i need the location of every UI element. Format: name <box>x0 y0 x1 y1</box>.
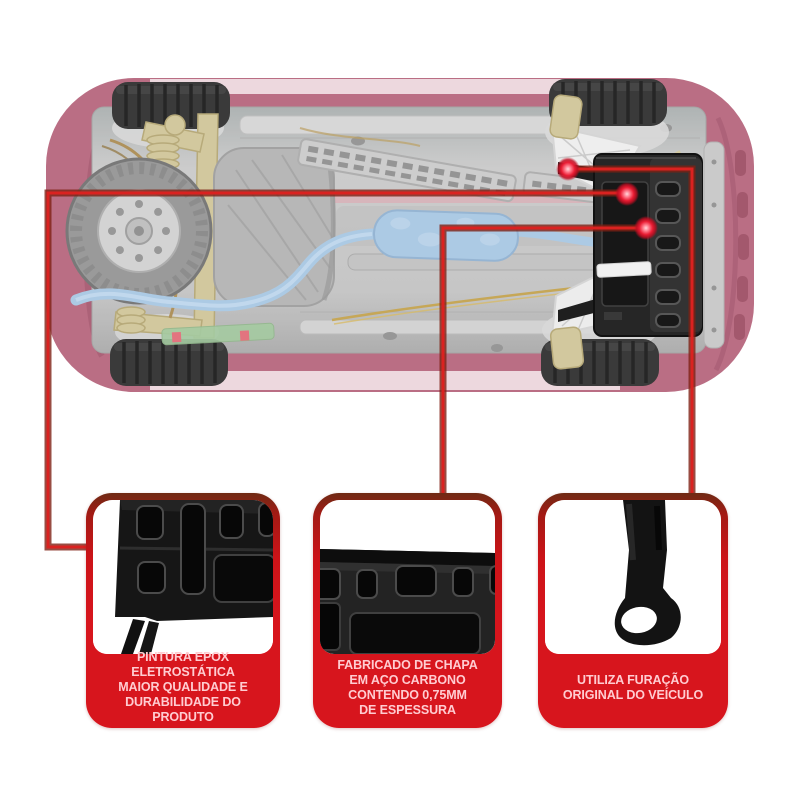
skid-plate-slots <box>655 181 681 328</box>
car-underside-photo <box>44 77 754 551</box>
callout-box-pintura-epox: PINTURA EPOX ELETROSTÁTICA MAIOR QUALIDA… <box>86 493 280 728</box>
skid-plate-corner-photo <box>93 500 273 654</box>
callout-label-2: FABRICADO DE CHAPA EM AÇO CARBONO CONTEN… <box>337 657 478 717</box>
rear-bracket <box>161 322 275 346</box>
front-bumper-vents <box>734 150 749 340</box>
photo-steel-plate-slots <box>320 500 495 654</box>
callout-box-furacao-original: UTILIZA FURAÇÃO ORIGINAL DO VEÍCULO <box>538 493 728 728</box>
callout-label-1: PINTURA EPOX ELETROSTÁTICA MAIOR QUALIDA… <box>118 650 248 724</box>
mounting-tab-photo <box>545 500 721 654</box>
callout-label-3: UTILIZA FURAÇÃO ORIGINAL DO VEÍCULO <box>562 672 704 702</box>
callout-lines <box>44 157 696 551</box>
tire <box>108 337 230 388</box>
callout-dot-2 <box>634 216 658 240</box>
photo-skid-plate-corner <box>93 500 273 654</box>
callout-dot-3 <box>556 157 580 181</box>
steel-plate-slots-photo <box>320 500 495 654</box>
callout-box-aco-carbono: FABRICADO DE CHAPA EM AÇO CARBONO CONTEN… <box>313 493 502 728</box>
photo-mounting-tab <box>545 500 721 654</box>
fuel-tank <box>213 147 336 307</box>
callout-dot-1 <box>615 182 639 206</box>
spare-tire <box>65 157 213 305</box>
crossmember-perforated <box>297 138 517 203</box>
